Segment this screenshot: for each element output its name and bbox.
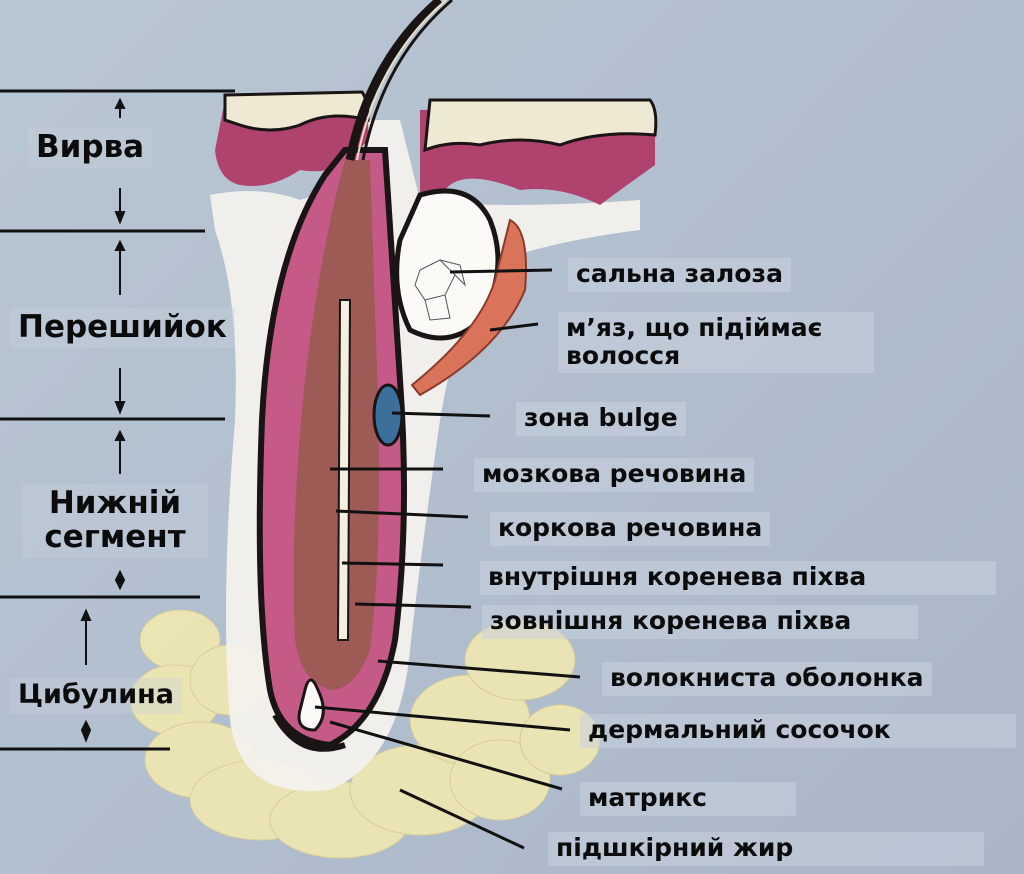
bulb-base: [272, 713, 346, 752]
label-inner-root-sheath: внутрішня коренева піхва: [480, 561, 996, 595]
region-label-bulb: Цибулина: [10, 678, 182, 714]
hair-shaft: [345, 0, 443, 161]
label-bulge-zone: зона bulge: [516, 402, 686, 436]
inner-root-sheath: [293, 160, 379, 690]
stratum-corneum-right: [423, 98, 658, 153]
label-subcutaneous-fat: підшкірний жир: [548, 832, 984, 866]
region-arrows: [80, 97, 126, 743]
dermal-papilla: [297, 678, 325, 732]
bulge-zone: [372, 383, 404, 447]
label-cortex: коркова речовина: [490, 512, 771, 546]
region-dividers: [0, 89, 235, 751]
region-label-infundibulum: Вирва: [28, 128, 153, 169]
hair-shaft-highlight: [356, 0, 447, 161]
label-arrector-pili: м’яз, що підіймає волосся: [558, 312, 874, 373]
label-dermal-papilla: дермальний сосочок: [580, 714, 1016, 748]
sebaceous-cells: [414, 259, 466, 321]
label-sebaceous-gland: сальна залоза: [568, 258, 791, 292]
subcutaneous-fat: [129, 609, 601, 859]
label-matrix: матрикс: [580, 782, 796, 816]
region-label-isthmus: Перешийок: [10, 308, 235, 349]
region-label-lower-segment: Нижній сегмент: [22, 484, 208, 559]
hair-shaft-edge: [361, 0, 453, 161]
label-medulla: мозкова речовина: [474, 458, 755, 492]
leader-lines: [314, 268, 581, 850]
label-fibrous-sheath: волокниста оболонка: [602, 662, 932, 696]
label-outer-root-sheath: зовнішня коренева піхва: [482, 605, 918, 639]
